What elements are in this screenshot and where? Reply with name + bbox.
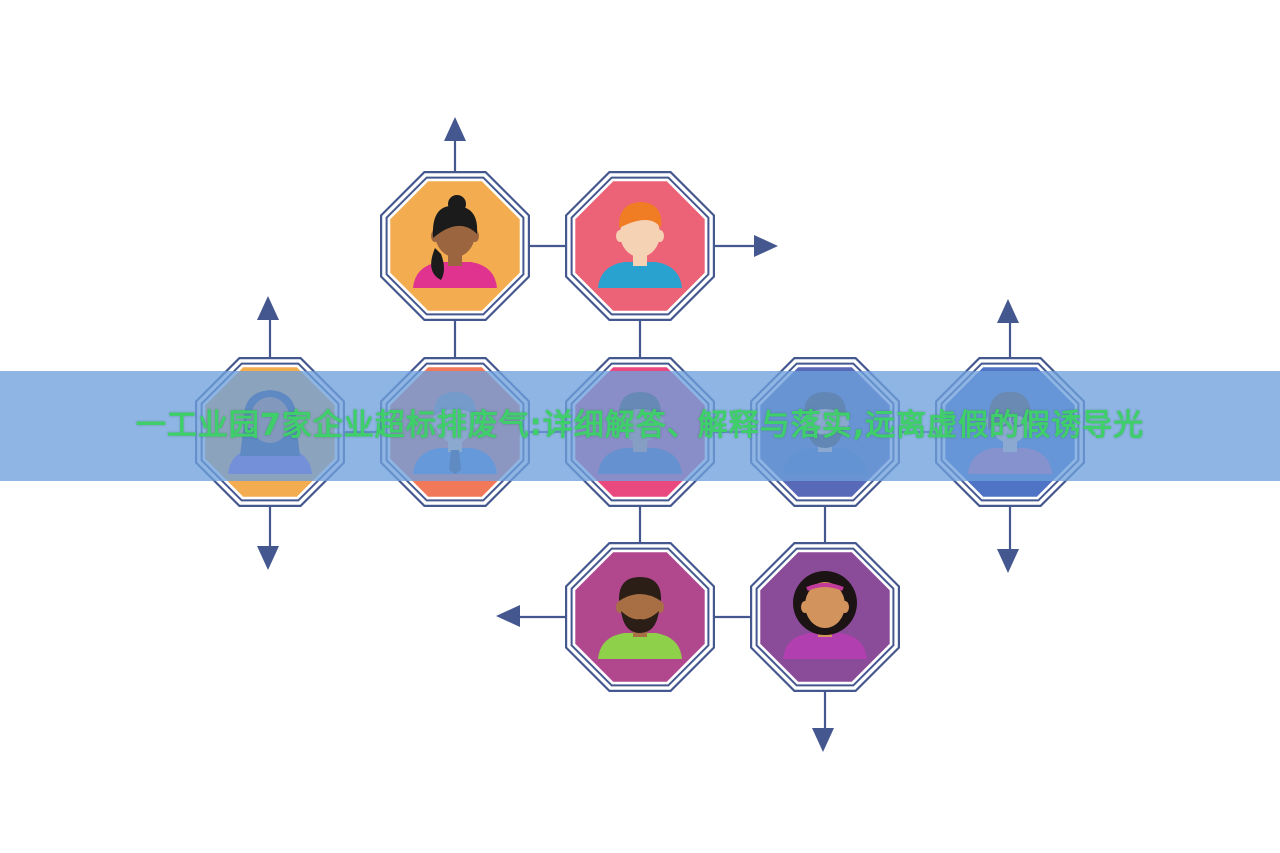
woman-avatar-icon [413,195,497,288]
arrow-left-icon [496,605,520,627]
arrow-heads [257,117,1019,752]
arrow-down-icon [812,728,834,752]
arrow-up-icon [257,296,279,320]
arrow-up-icon [997,299,1019,323]
arrow-down-icon [997,549,1019,573]
avatar-node-man-orange [564,171,716,321]
title-banner: 一工业园7家企业超标排废气:详细解答、解释与落实,远离虚假的假诱导光 [0,371,1280,481]
avatar-node-woman-afro [749,541,901,693]
man-avatar-icon [598,577,682,659]
arrow-down-icon [257,546,279,570]
arrow-right-icon [754,235,778,257]
avatar-node-man-beard-2 [564,541,716,693]
man-avatar-icon [598,202,682,288]
arrow-up-icon [444,117,466,141]
woman-afro-avatar-icon [783,571,867,659]
banner-title: 一工业园7家企业超标排废气:详细解答、解释与落实,远离虚假的假诱导光 [135,408,1145,443]
avatar-node-woman-bun [380,171,531,321]
